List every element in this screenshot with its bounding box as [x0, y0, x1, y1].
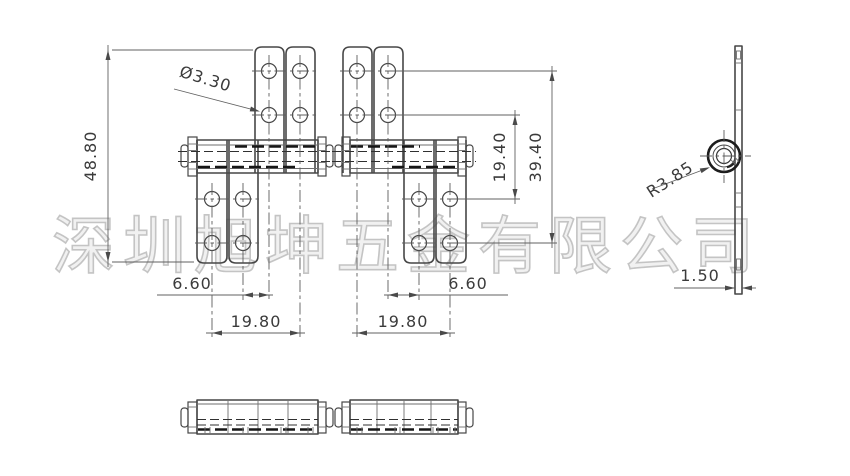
- center-lines: [195, 55, 317, 338]
- dim-outer-row-span-label: 39.40: [526, 132, 545, 183]
- top-leaf-plate: [342, 46, 373, 173]
- dim-hole-offset-left-label: 6.60: [172, 274, 212, 293]
- dim-hole-offset-right-label: 6.60: [448, 274, 488, 293]
- dim-inner-row-span: 19.40: [396, 110, 520, 204]
- knuckle-ticks: [204, 427, 314, 433]
- dim-outer-row-span: 39.40: [396, 66, 557, 248]
- dim-hole-span-left-label: 19.80: [231, 312, 282, 331]
- top-leaf-plate: [285, 46, 316, 173]
- bottom-leaf-plate: [196, 140, 228, 264]
- dim-hole-span-right-label: 19.80: [378, 312, 429, 331]
- bottom-leaf-plate: [403, 140, 435, 264]
- edge-notch: [736, 50, 741, 60]
- top-leaf-plate: [254, 46, 285, 173]
- top-leaf-plate: [373, 46, 404, 173]
- dim-hole-offset-right: 6.60: [384, 274, 508, 298]
- hinge-barrel: [332, 136, 476, 177]
- pin-end-cap: [325, 144, 334, 168]
- dim-overall-height: 48.80: [81, 45, 253, 267]
- pin-end-cap: [465, 144, 474, 168]
- dim-leaf-thickness: 1.50: [674, 266, 756, 291]
- dim-overall-height-label: 48.80: [81, 131, 100, 182]
- dim-hole-span-left: 19.80: [206, 312, 305, 336]
- bottom-view-barrel-right: [334, 399, 474, 435]
- knuckle-end-view: [700, 130, 751, 183]
- dim-inner-row-span-label: 19.40: [490, 132, 509, 183]
- dim-hole-span-right: 19.80: [352, 312, 455, 336]
- dim-hole-diameter-label: Ø3.30: [177, 62, 233, 96]
- edge-notch: [736, 258, 741, 271]
- side-view: [700, 45, 751, 295]
- center-lines: [340, 55, 467, 338]
- pin-end-cap: [325, 407, 334, 428]
- knuckle-ticks: [356, 427, 456, 433]
- dim-knuckle-radius-label: R3.85: [643, 157, 697, 201]
- pin-end-cap: [180, 144, 189, 168]
- dim-leaf-thickness-label: 1.50: [680, 266, 720, 285]
- bottom-leaf-plate: [228, 140, 259, 264]
- pin-end-cap: [334, 407, 343, 428]
- hinge-barrel: [178, 136, 340, 177]
- pin-end-cap: [334, 144, 343, 168]
- dim-knuckle-radius: R3.85: [643, 157, 710, 201]
- dim-hole-diameter: Ø3.30: [173, 62, 260, 112]
- dim-hole-offset-left: 6.60: [157, 274, 273, 298]
- front-view-hinge-left: [178, 46, 340, 338]
- front-view-hinge-right: [332, 46, 476, 338]
- pin-end-cap: [465, 407, 474, 428]
- leaf-edge-profile: [734, 45, 743, 295]
- bottom-view-barrel-left: [180, 399, 334, 435]
- pin-end-cap: [180, 407, 189, 428]
- bottom-leaf-plate: [435, 140, 467, 264]
